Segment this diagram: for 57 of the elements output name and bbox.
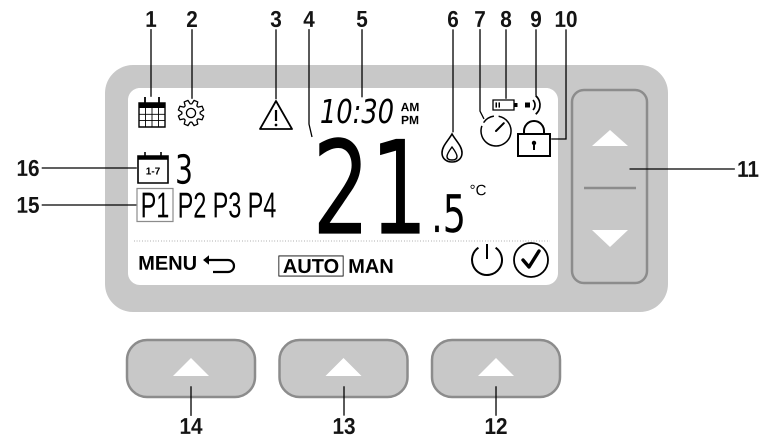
leader-line: [361, 29, 363, 98]
padlock-icon: [517, 120, 551, 157]
push-button: [278, 338, 409, 398]
callout-number: 15: [18, 196, 39, 214]
push-button: [430, 338, 562, 398]
callout-number: 7: [475, 11, 485, 27]
callout-number: 10: [556, 10, 577, 28]
leader-line: [275, 29, 277, 100]
signal-icon: [525, 95, 541, 115]
day-number: 3: [177, 154, 191, 184]
leader-line: [495, 386, 497, 416]
program-label: P4: [250, 192, 276, 218]
callout-number: 13: [334, 418, 355, 434]
calendar-icon: [138, 97, 166, 128]
program-label: P3: [214, 192, 240, 218]
leader-line: [308, 29, 313, 138]
callout-number: 9: [530, 10, 541, 28]
push-button: [126, 338, 256, 398]
leader-line: [505, 29, 507, 99]
temperature-decimal: .5: [435, 194, 463, 233]
program-box: P1: [136, 188, 174, 222]
flame-icon: [441, 133, 463, 163]
leader-line: [551, 29, 567, 140]
leader-line: [191, 29, 193, 99]
leader-line: [190, 386, 192, 416]
callout-number: 1: [146, 11, 156, 27]
callout-number: 6: [448, 10, 458, 28]
mode-box: AUTO: [278, 256, 344, 276]
menu-label: MENU: [140, 256, 196, 270]
battery-icon: [492, 99, 518, 111]
leader-line: [343, 386, 345, 416]
leader-line: [150, 29, 152, 97]
callout-number: 11: [738, 161, 758, 177]
leader-line: [535, 29, 537, 96]
time-readout: 10:30: [321, 98, 393, 124]
warning-icon: [259, 100, 293, 130]
leader-line: [42, 167, 137, 169]
unit-label: °C: [470, 184, 486, 196]
time-period-label: PM: [402, 116, 418, 124]
leader-line: [42, 204, 136, 206]
callout-number: 2: [186, 10, 197, 28]
callout-number: 16: [18, 160, 39, 176]
callout-number: 5: [356, 10, 368, 28]
callout-number: 4: [304, 11, 315, 27]
gear-icon: [178, 100, 204, 126]
callout-number: 12: [486, 418, 507, 434]
gauge-icon: [480, 115, 512, 147]
leader-line: [479, 29, 485, 120]
callout-number: 3: [270, 10, 281, 28]
callout-number: 8: [500, 10, 512, 28]
temperature-readout: 21: [318, 137, 420, 234]
program-label: P2: [180, 192, 206, 218]
leader-line: [630, 168, 735, 170]
rocker-button: [570, 88, 648, 284]
callout-number: 14: [180, 418, 202, 434]
leader-line: [452, 29, 454, 132]
time-period-label: AM: [400, 102, 419, 112]
